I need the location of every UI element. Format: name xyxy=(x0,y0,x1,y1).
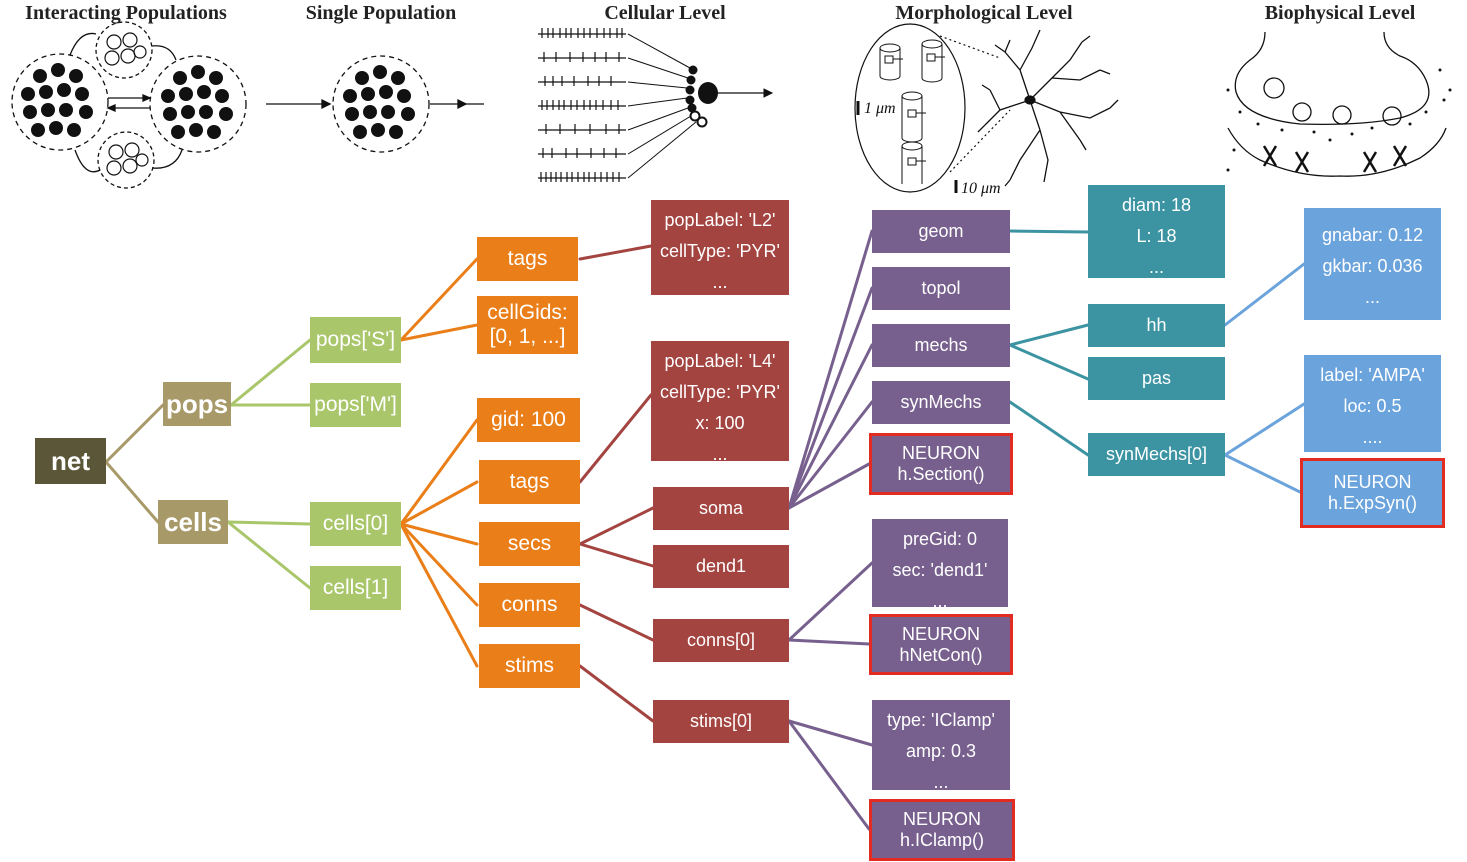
geom-value-1: diam: 18 xyxy=(1121,195,1192,215)
cell-tags-value-1: popLabel: 'L4' xyxy=(664,351,776,371)
node-cell-tags: tags xyxy=(479,460,580,504)
single-population-illustration xyxy=(266,55,484,153)
large-population-circle-right xyxy=(149,55,247,153)
header-single-population: Single Population xyxy=(305,2,457,24)
node-hh: hh xyxy=(1088,304,1225,347)
cellgids-line-2: [0, 1, ...] xyxy=(489,325,566,348)
node-pops-s: pops['S'] xyxy=(310,317,401,363)
cell-tags-value-2: cellType: 'PYR' xyxy=(660,382,780,402)
stim-value-1: type: 'IClamp' xyxy=(887,710,995,730)
conn-value-2: sec: 'dend1' xyxy=(892,560,988,580)
node-topol: topol xyxy=(872,267,1010,310)
syn-value-1: label: 'AMPA' xyxy=(1320,365,1425,385)
pop-tags-value-3: ... xyxy=(712,272,728,292)
syn-value-2: loc: 0.5 xyxy=(1343,396,1402,416)
cellular-level-illustration xyxy=(538,28,774,182)
header-interacting-populations: Interacting Populations xyxy=(25,2,227,24)
morphological-level-illustration xyxy=(854,23,1119,193)
neuron-section-line-2: h.Section() xyxy=(897,464,985,484)
neuron-iclamp-line-1: NEURON xyxy=(902,809,981,829)
neuron-section-line-1: NEURON xyxy=(901,443,980,463)
interacting-populations-illustration xyxy=(11,21,247,189)
cell-tags-value-4: ... xyxy=(712,444,728,464)
header-morphological-level: Morphological Level xyxy=(895,2,1073,24)
node-net: net xyxy=(35,438,106,484)
syn-value-3: .... xyxy=(1362,427,1383,447)
node-secs: secs xyxy=(479,522,580,566)
conn-value-3: ... xyxy=(932,591,948,611)
node-synmechs-0: synMechs[0] xyxy=(1088,433,1225,476)
neuron-netcon-line-2: hNetCon() xyxy=(899,644,983,665)
node-mechs: mechs xyxy=(872,324,1010,367)
node-conn-values: preGid: 0 sec: 'dend1' ... xyxy=(872,519,1008,611)
large-population-circle-left xyxy=(11,53,109,151)
node-neuron-iclamp: NEURON h.IClamp() xyxy=(869,799,1015,861)
node-cells-0: cells[0] xyxy=(310,502,401,546)
cell-tags-value-3: x: 100 xyxy=(695,413,745,433)
node-hh-values: gnabar: 0.12 gkbar: 0.036 ... xyxy=(1304,208,1441,320)
scale-label-10um: 10 μm xyxy=(961,180,1001,197)
node-neuron-section: NEURON h.Section() xyxy=(869,433,1013,495)
node-stims: stims xyxy=(479,644,580,688)
neuron-netcon-line-1: NEURON xyxy=(901,623,980,644)
node-neuron-expsyn: NEURON h.ExpSyn() xyxy=(1300,458,1445,528)
node-stim-values: type: 'IClamp' amp: 0.3 ... xyxy=(872,700,1010,792)
node-cells-1: cells[1] xyxy=(310,566,401,610)
hh-value-3: ... xyxy=(1364,287,1380,307)
scale-label-1um: 1 μm xyxy=(864,100,896,117)
node-soma: soma xyxy=(653,487,789,530)
node-dend1: dend1 xyxy=(653,545,789,588)
node-cells: cells xyxy=(158,500,228,544)
pop-tags-value-1: popLabel: 'L2' xyxy=(664,210,776,230)
node-cell-tags-values: popLabel: 'L4' cellType: 'PYR' x: 100 ..… xyxy=(651,341,789,464)
node-pops: pops xyxy=(163,382,231,426)
neuron-iclamp-line-2: h.IClamp() xyxy=(899,830,984,850)
biophysical-level-illustration xyxy=(1226,31,1452,177)
node-cellgids: cellGids: [0, 1, ...] xyxy=(477,296,578,354)
node-pas: pas xyxy=(1088,357,1225,400)
small-population-circle-bottom xyxy=(97,131,155,189)
node-pops-m: pops['M'] xyxy=(310,383,401,427)
node-conns-0: conns[0] xyxy=(653,619,789,662)
node-stims-0: stims[0] xyxy=(653,700,789,743)
node-conns: conns xyxy=(479,583,580,627)
header-cellular-level: Cellular Level xyxy=(604,2,726,24)
neuron-expsyn-line-1: NEURON xyxy=(1333,472,1412,492)
node-geom-values: diam: 18 L: 18 ... xyxy=(1088,185,1225,278)
cellgids-line-1: cellGids: xyxy=(487,301,568,324)
node-pop-tags-values: popLabel: 'L2' cellType: 'PYR' ... xyxy=(651,200,789,295)
node-pop-tags: tags xyxy=(477,237,578,281)
neuron-dendrite-drawing xyxy=(977,29,1119,187)
node-neuron-netcon: NEURON hNetCon() xyxy=(869,614,1013,675)
small-population-circle-top xyxy=(95,21,153,79)
node-gid: gid: 100 xyxy=(477,398,580,442)
geom-value-2: L: 18 xyxy=(1136,226,1177,246)
pop-tags-value-2: cellType: 'PYR' xyxy=(660,241,780,261)
node-geom: geom xyxy=(872,210,1010,253)
stim-value-2: amp: 0.3 xyxy=(905,741,977,761)
connector-lines xyxy=(104,229,1306,831)
conn-value-1: preGid: 0 xyxy=(902,529,978,549)
node-synmechs: synMechs xyxy=(872,381,1010,424)
geom-value-3: ... xyxy=(1148,257,1164,277)
node-syn-values: label: 'AMPA' loc: 0.5 .... xyxy=(1304,355,1441,452)
hh-value-2: gkbar: 0.036 xyxy=(1322,256,1423,276)
stim-value-3: ... xyxy=(933,772,949,792)
header-biophysical-level: Biophysical Level xyxy=(1264,2,1416,24)
neuron-expsyn-line-2: h.ExpSyn() xyxy=(1327,493,1418,513)
hh-value-1: gnabar: 0.12 xyxy=(1321,225,1424,245)
